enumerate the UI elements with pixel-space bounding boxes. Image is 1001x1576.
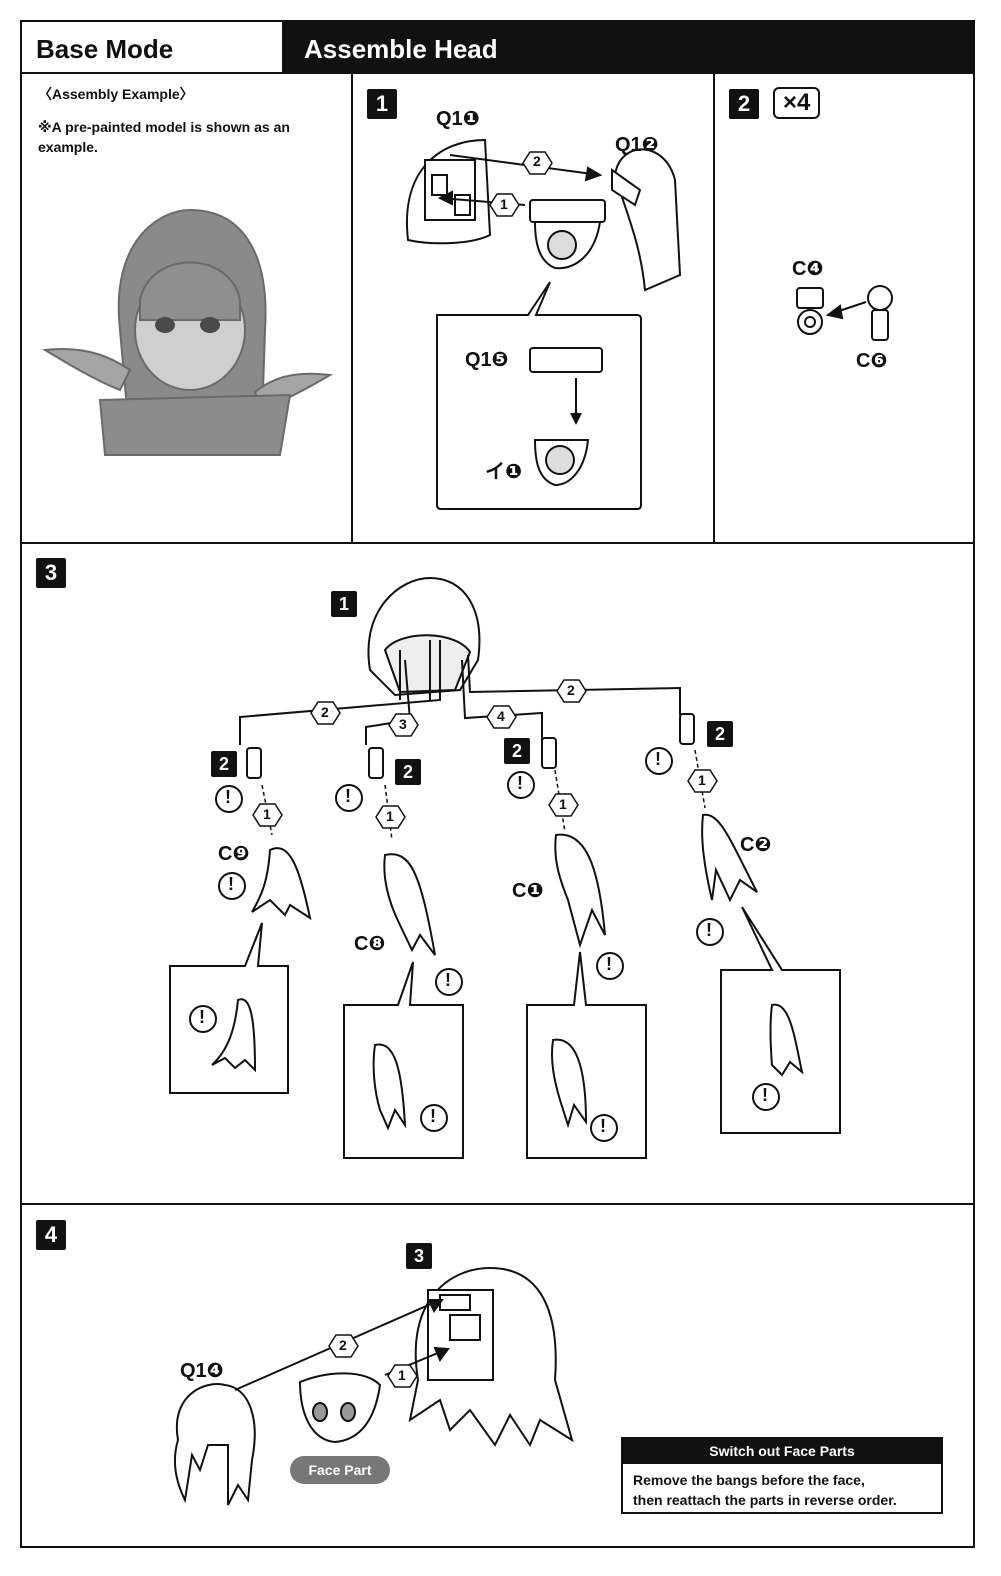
step4-face — [298, 1372, 382, 1444]
instruction-page: Base Mode Assemble Head — [20, 20, 975, 1548]
part-label: C❾ — [218, 843, 250, 865]
step-badge: 2 — [729, 89, 759, 119]
order-markers — [252, 151, 718, 1388]
caution-mark: ! — [445, 970, 451, 990]
order-number: 2 — [339, 1337, 347, 1353]
face-part-label: Face Part — [290, 1456, 390, 1484]
reference-badge: 3 — [406, 1243, 432, 1269]
part-label: Q1❺ — [465, 349, 509, 371]
part-label: Q1❷ — [615, 134, 659, 156]
reference-badge: 2 — [707, 721, 733, 747]
step3-hair-pieces — [251, 813, 758, 956]
divider — [22, 542, 973, 544]
reference-badge: 2 — [395, 759, 421, 785]
reference-badge: 2 — [211, 751, 237, 777]
mode-title: Base Mode — [36, 34, 174, 64]
model-photo — [41, 208, 334, 456]
divider — [351, 74, 353, 542]
caution-mark: ! — [345, 786, 351, 806]
caution-mark: ! — [517, 773, 523, 793]
caution-mark: ! — [600, 1116, 606, 1136]
part-label: C❻ — [856, 350, 888, 372]
caution-mark: ! — [199, 1007, 205, 1027]
caution-mark: ! — [606, 954, 612, 974]
part-label: C❹ — [792, 258, 824, 280]
order-number: 2 — [321, 704, 329, 720]
order-number: 2 — [533, 153, 541, 169]
order-number: 1 — [386, 808, 394, 824]
step1-face-frame — [529, 199, 606, 270]
part-label: C❽ — [354, 933, 386, 955]
order-number: 4 — [497, 708, 505, 724]
step-badge: 3 — [36, 558, 66, 588]
section-header: Assemble Head — [284, 22, 973, 74]
order-number: 1 — [500, 196, 508, 212]
caution-mark: ! — [225, 787, 231, 807]
part-label: イ❶ — [485, 461, 522, 483]
caution-mark: ! — [706, 920, 712, 940]
step4-head — [408, 1266, 574, 1448]
order-number: 2 — [567, 682, 575, 698]
caution-mark: ! — [762, 1085, 768, 1105]
step-badge: 4 — [36, 1220, 66, 1250]
reference-badge: 1 — [331, 591, 357, 617]
step2-joint — [796, 285, 893, 341]
step3-joints — [246, 713, 695, 779]
caution-markers — [189, 747, 780, 1142]
note-title: Switch out Face Parts — [623, 1439, 941, 1464]
step-badge: 1 — [367, 89, 397, 119]
part-label: C❶ — [512, 880, 544, 902]
quantity-multiplier: ×4 — [773, 87, 821, 119]
order-number: 1 — [398, 1367, 406, 1383]
note-line: then reattach the parts in reverse order… — [633, 1492, 897, 1508]
part-label: Q1❶ — [436, 108, 480, 130]
order-number: 1 — [698, 772, 706, 788]
order-number: 1 — [559, 796, 567, 812]
step1-callout — [436, 281, 642, 510]
reference-badge: 2 — [504, 738, 530, 764]
example-title: 〈Assembly Example〉 — [38, 86, 194, 102]
step1-head-front — [611, 148, 682, 292]
step4-bangs — [173, 1383, 256, 1506]
example-note: ※A pre-painted model is shown as an exam… — [38, 119, 290, 155]
divider — [713, 74, 715, 542]
section-title: Assemble Head — [304, 34, 498, 64]
step3-drop-lines — [261, 749, 706, 841]
part-label: Q1❹ — [180, 1360, 224, 1382]
caution-mark: ! — [655, 749, 661, 769]
step3-callouts — [169, 906, 841, 1159]
mode-header: Base Mode — [22, 22, 284, 74]
step1-head-rear — [405, 138, 492, 245]
switch-face-parts-note: Switch out Face Parts Remove the bangs b… — [621, 1437, 943, 1514]
order-number: 1 — [263, 806, 271, 822]
caution-mark: ! — [228, 874, 234, 894]
part-label: C❷ — [740, 834, 772, 856]
order-number: 3 — [399, 716, 407, 732]
caution-mark: ! — [430, 1106, 436, 1126]
divider — [22, 1203, 973, 1205]
note-body: Remove the bangs before the face, then r… — [623, 1464, 941, 1516]
note-line: Remove the bangs before the face, — [633, 1472, 865, 1488]
